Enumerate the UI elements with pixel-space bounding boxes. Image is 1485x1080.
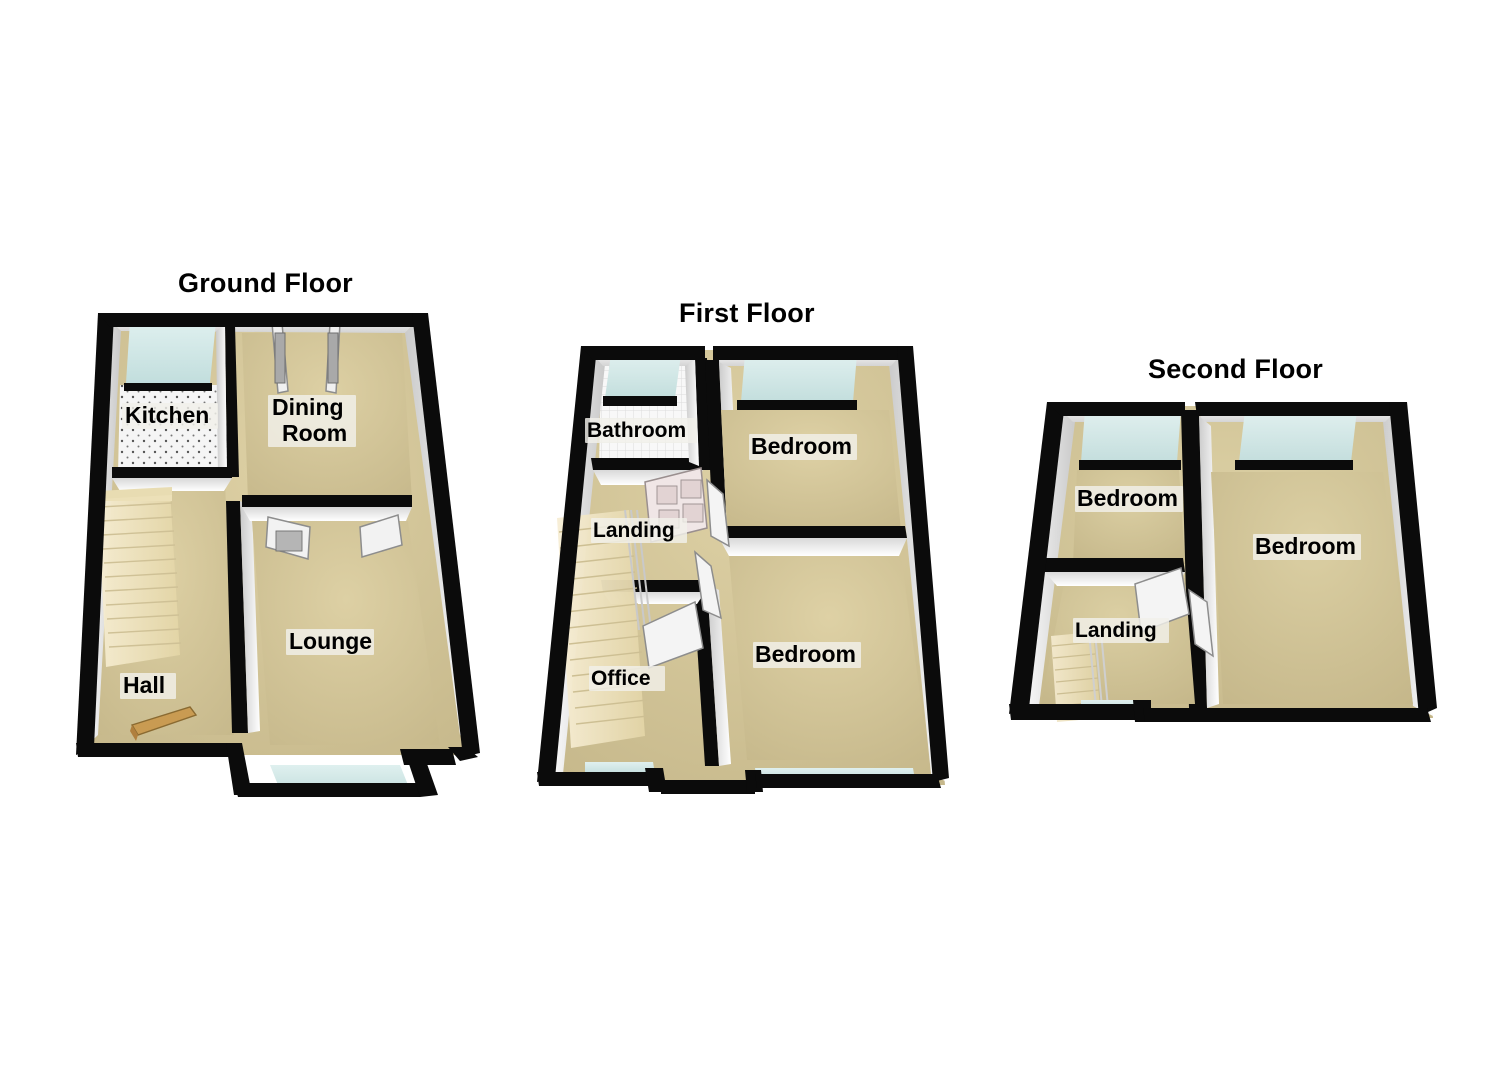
wall-bedroomleft-landing <box>1043 558 1185 572</box>
label-office: Office <box>591 667 651 690</box>
label-bathroom: Bathroom <box>587 419 686 442</box>
wall-hall-lounge-face <box>240 501 260 733</box>
label-lounge: Lounge <box>289 628 372 654</box>
wall-bedrooms-divider <box>717 526 907 538</box>
label-bedroom-right: Bedroom <box>1255 533 1356 559</box>
kitchen-window-glass <box>126 321 216 383</box>
label-dining-room-line1: Dining <box>272 394 344 420</box>
lounge-door-left[interactable] <box>265 516 311 560</box>
dining-door-right[interactable] <box>325 322 341 394</box>
label-landing: Landing <box>593 519 675 542</box>
wall-kitchen-bottom <box>112 467 232 478</box>
bedroom-left-window-glass <box>1081 410 1181 462</box>
bedroom-right-door[interactable] <box>1188 588 1214 658</box>
ground-floor-walls <box>76 313 480 797</box>
wall-spine-face <box>1199 416 1219 708</box>
bedroom-front-window-sill <box>737 400 857 410</box>
wall-kitchen-right-face <box>216 325 227 477</box>
wall-bedrooms-divider-face <box>719 538 907 556</box>
ground-room-labels: Kitchen Dining Room Lounge Hall <box>120 394 374 699</box>
first-floor-walls <box>537 346 949 794</box>
bedroom-right-window-sill <box>1235 460 1353 470</box>
second-floor-title: Second Floor <box>1148 354 1323 384</box>
front-door[interactable] <box>130 706 198 741</box>
wall-dining-lounge <box>242 495 412 507</box>
wall-hall-lounge <box>226 501 248 733</box>
bathroom-window-sill <box>603 396 677 406</box>
bedroom-front-floor <box>721 410 901 530</box>
wall-kitchen-right <box>225 325 239 477</box>
label-hall: Hall <box>123 672 165 698</box>
bedroom-left-door[interactable] <box>1134 567 1190 634</box>
wall-dining-lounge-face <box>242 507 412 521</box>
first-floor-title: First Floor <box>679 298 815 328</box>
second-floor-walls <box>1009 402 1437 722</box>
bedroom-left-window-sill <box>1079 460 1181 470</box>
second-floor-plan: Bedroom Bedroom Landing <box>1009 402 1437 722</box>
office-door[interactable] <box>642 600 704 670</box>
bedroom-right-window-glass <box>1239 410 1357 462</box>
ground-floor-plan: Kitchen Dining Room Lounge Hall <box>76 313 480 797</box>
bedroom-front-window-glass <box>741 354 857 402</box>
second-room-labels: Bedroom Bedroom Landing <box>1073 485 1361 643</box>
bedroom-rear-door[interactable] <box>693 550 723 620</box>
staircase-ground <box>98 487 182 667</box>
bedroom-front-door[interactable] <box>706 478 730 548</box>
wall-bathroom-bottom <box>591 458 703 470</box>
first-floor-plan: Bathroom Bedroom Landing Bedroom Office <box>537 346 949 794</box>
office-window-glass <box>585 762 655 774</box>
ground-floor-title: Ground Floor <box>178 268 353 298</box>
wall-kitchen-bottom-face <box>112 478 232 491</box>
label-landing-second: Landing <box>1075 619 1157 642</box>
label-bedroom-left: Bedroom <box>1077 485 1178 511</box>
wall-landing-bedroom-front <box>705 360 727 534</box>
label-bedroom-front: Bedroom <box>751 433 852 459</box>
bedroom-right-floor <box>1211 472 1413 704</box>
label-dining-room-line2: Room <box>282 420 347 446</box>
bathroom-window-glass <box>605 354 681 398</box>
first-room-labels: Bathroom Bedroom Landing Bedroom Office <box>585 418 861 691</box>
label-kitchen: Kitchen <box>125 402 209 428</box>
lounge-door-right[interactable] <box>359 514 403 558</box>
wall-office-bedroom-face <box>707 584 731 766</box>
kitchen-window-sill <box>124 383 212 391</box>
label-bedroom-rear: Bedroom <box>755 641 856 667</box>
